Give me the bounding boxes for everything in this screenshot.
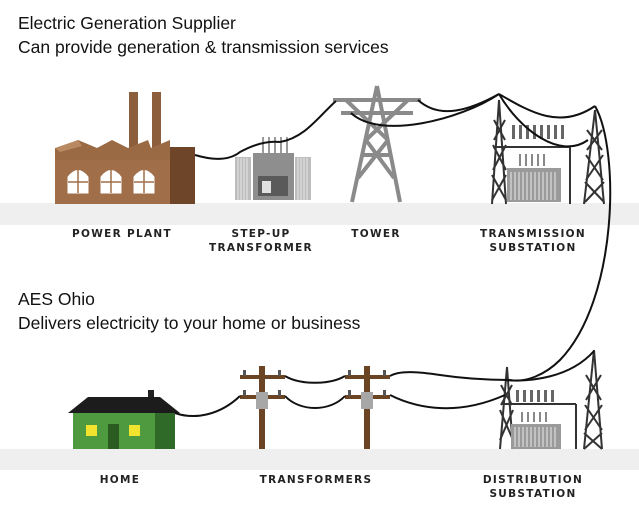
home-label: HOME bbox=[99, 474, 141, 486]
utility-pole-right-icon bbox=[345, 366, 390, 449]
distribution-label-line1: DISTRIBUTION bbox=[482, 474, 584, 486]
power-lines bbox=[174, 93, 612, 417]
step-up-label-line1: STEP-UP bbox=[231, 228, 291, 240]
transmission-label-line2: SUBSTATION bbox=[489, 242, 577, 254]
step-up-label-line2: TRANSFORMER bbox=[209, 242, 313, 254]
distribution-label-line2: SUBSTATION bbox=[489, 488, 577, 500]
transmission-label-line1: TRANSMISSION bbox=[480, 228, 586, 240]
tower-icon bbox=[333, 85, 421, 203]
transformers-label: TRANSFORMERS bbox=[259, 474, 373, 486]
ground-band-top bbox=[0, 203, 639, 225]
power-plant-label: POWER PLANT bbox=[72, 228, 172, 240]
transmission-substation-icon bbox=[491, 99, 605, 205]
home-icon bbox=[68, 390, 180, 449]
step-up-transformer-icon bbox=[235, 137, 311, 200]
supplier-subtitle: Can provide generation & transmission se… bbox=[18, 37, 389, 57]
distribution-substation-icon bbox=[499, 349, 603, 450]
supplier-title: Electric Generation Supplier bbox=[18, 13, 236, 33]
ground-band-bottom bbox=[0, 449, 639, 470]
tower-label: TOWER bbox=[351, 228, 401, 240]
utility-pole-left-icon bbox=[240, 366, 285, 449]
power-plant-icon bbox=[55, 92, 195, 204]
aes-title: AES Ohio bbox=[18, 289, 95, 309]
aes-subtitle: Delivers electricity to your home or bus… bbox=[18, 313, 361, 333]
